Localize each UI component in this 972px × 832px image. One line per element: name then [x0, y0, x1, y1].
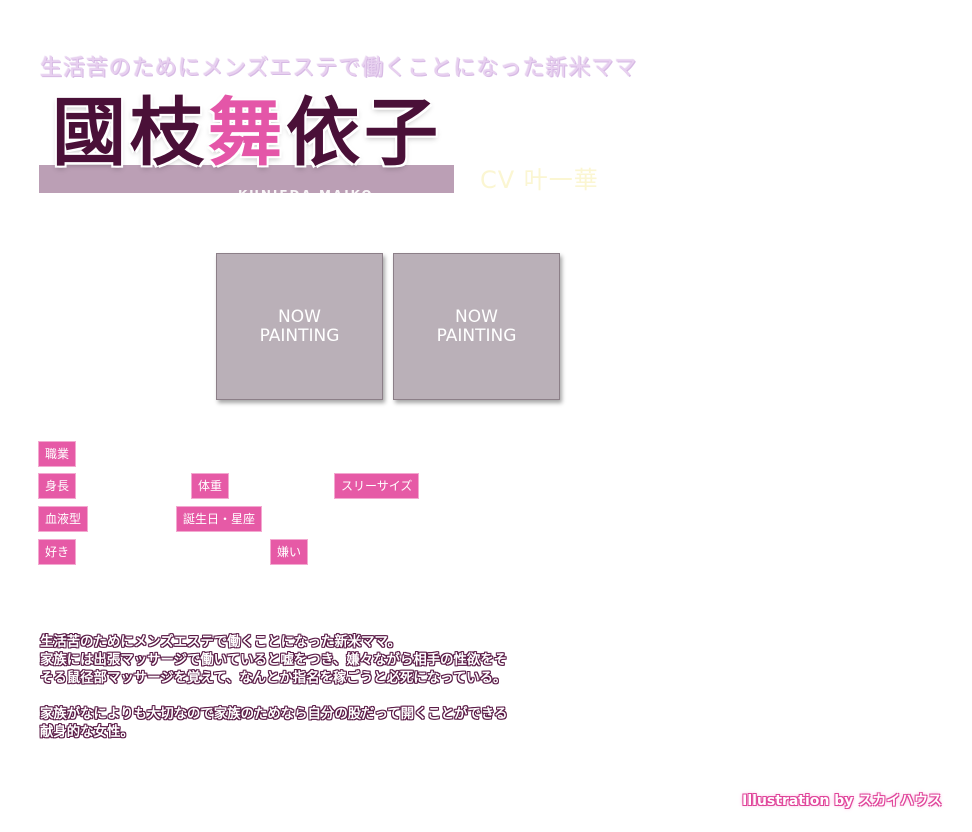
voice-actor: CV 叶一華: [480, 166, 599, 194]
placeholder-label: NOW PAINTING: [436, 306, 517, 346]
description-line-5: 献身的な女性。: [40, 725, 134, 740]
likes-tag: 好き: [38, 539, 77, 565]
birthday-tag: 誕生日・星座: [176, 506, 263, 532]
illustration-credit: Illustration by スカイハウス: [742, 793, 942, 809]
description-line-2: 家族には出張マッサージで働いていると嘘をつき、嫌々ながら相手の性欲をそ: [40, 653, 508, 668]
description-line-1: 生活苦のためにメンズエステで働くことになった新米ママ。: [40, 635, 401, 650]
description-line-3: そる鼠径部マッサージを覚えて、なんとか指名を稼ごうと必死になっている。: [40, 671, 507, 686]
placeholder-label: NOW PAINTING: [259, 306, 340, 346]
name-part-1: 國枝: [52, 90, 208, 176]
tagline: 生活苦のためにメンズエステで働くことになった新米ママ: [40, 56, 638, 81]
dislikes-tag: 嫌い: [270, 539, 309, 565]
portrait-panel-2[interactable]: NOW PAINTING: [393, 253, 560, 400]
occupation-tag: 職業: [38, 441, 77, 467]
description-line-4: 家族がなによりも大切なので家族のためなら自分の股だって開くことができる: [40, 707, 508, 722]
name-underline-bar: [39, 165, 454, 193]
name-romaji: KUNIEDA MAIKO: [238, 188, 374, 202]
weight-tag: 体重: [191, 473, 230, 499]
character-name: 國枝舞依子: [52, 96, 442, 170]
name-accent: 舞: [208, 90, 286, 176]
three-sizes-tag: スリーサイズ: [334, 473, 420, 499]
blood-type-tag: 血液型: [38, 506, 89, 532]
height-tag: 身長: [38, 473, 77, 499]
portrait-panel-1[interactable]: NOW PAINTING: [216, 253, 383, 400]
name-part-2: 依子: [286, 90, 442, 176]
